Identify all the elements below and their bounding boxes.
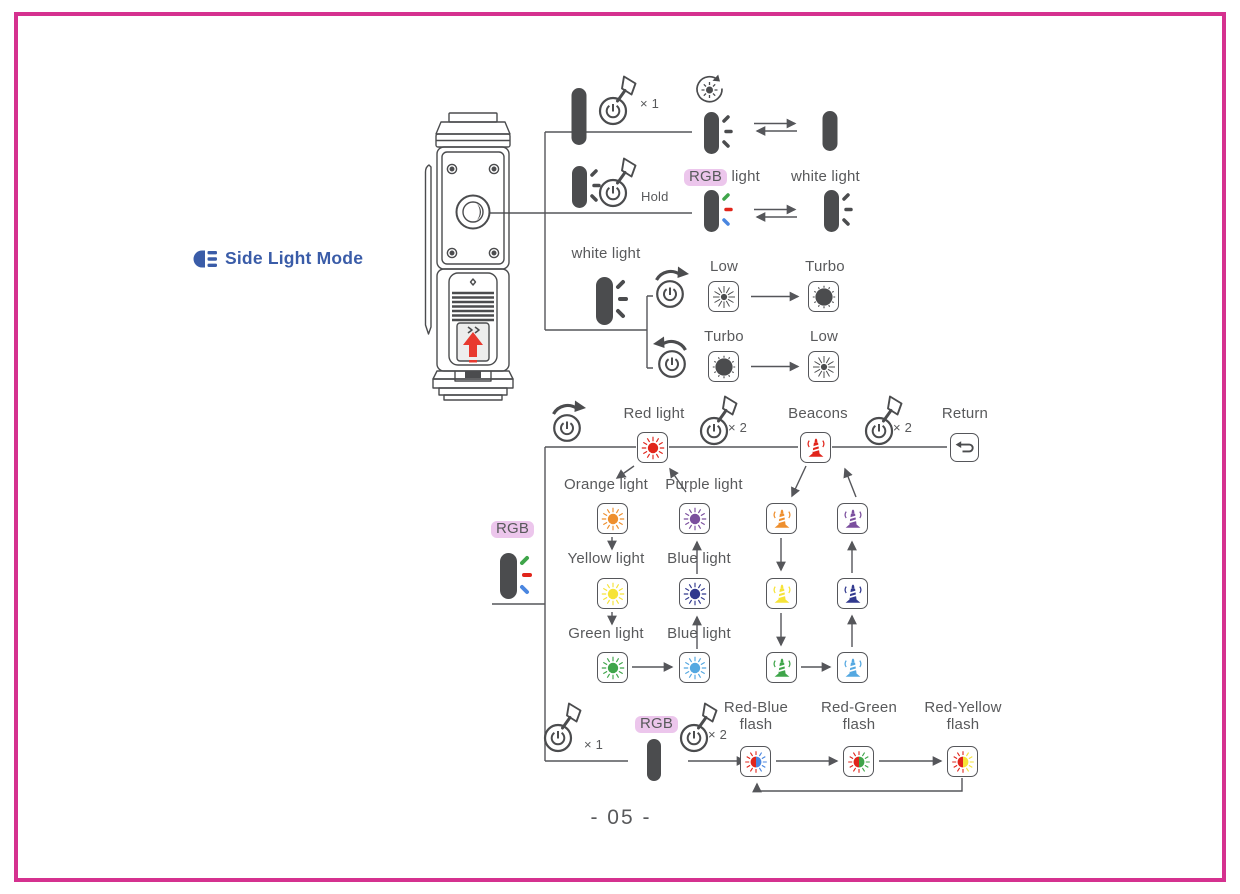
page-border: [14, 12, 1226, 882]
side-light-on-icon: [572, 166, 601, 208]
dark-blue-beacon-box: [837, 578, 868, 609]
red-light-label: Red light: [623, 405, 685, 422]
turbo-label: Turbo: [704, 328, 744, 345]
flashlight-drawing: [424, 112, 514, 401]
hold-label: Hold: [641, 189, 669, 204]
white-light-label: white light: [791, 168, 860, 185]
cycle-forward-icon: [544, 396, 592, 446]
dark-blue-light-box: [679, 578, 710, 609]
rgb-side-light-on-icon: [704, 190, 733, 232]
low-label: Low: [709, 258, 739, 275]
light-blue-beacon-box: [837, 652, 868, 683]
orange-beacon-box: [766, 503, 797, 534]
turbo-mode-box: [808, 281, 839, 312]
green-light-box: [597, 652, 628, 683]
side-light-icon: [193, 250, 217, 267]
blue-light-label: Blue light: [667, 625, 731, 642]
rgb-label: RGB: [635, 715, 679, 733]
press-count-label: × 1: [584, 737, 604, 752]
blue-light-label: Blue light: [667, 550, 731, 567]
white-light-label: white light: [571, 245, 641, 262]
press-count-label: × 2: [728, 420, 748, 435]
rgb-label: RGB: [491, 520, 535, 538]
side-light-off-icon: [571, 88, 587, 145]
press-count-label: × 2: [893, 420, 913, 435]
press-power-button-icon: [597, 156, 643, 210]
side-light-on-icon: [824, 190, 853, 232]
page-number: - 05 -: [590, 806, 652, 829]
page-title: Side Light Mode: [225, 248, 364, 268]
red-blue-flash-box: [740, 746, 771, 777]
turbo-mode-box: [708, 351, 739, 382]
side-light-on-icon: [704, 112, 733, 154]
orange-light-box: [597, 503, 628, 534]
purple-beacon-box: [837, 503, 868, 534]
red-yellow-flash-label: Red-Yellow flash: [924, 699, 1002, 733]
yellow-light-label: Yellow light: [567, 550, 645, 567]
rgb-light-label: RGB light: [684, 168, 760, 186]
press-power-button-icon: [542, 701, 588, 755]
beacons-label: Beacons: [788, 405, 848, 422]
low-mode-box: [708, 281, 739, 312]
rgb-chip: RGB: [684, 168, 728, 186]
red-yellow-flash-box: [947, 746, 978, 777]
side-light-off-icon: [822, 111, 838, 151]
red-green-flash-label: Red-Green flash: [820, 699, 897, 733]
return-label: Return: [941, 405, 989, 422]
light-blue-light-box: [679, 652, 710, 683]
rgb-side-light-on-icon: [500, 553, 532, 599]
press-count-label: × 1: [640, 96, 660, 111]
section-title: Side Light Mode: [192, 248, 363, 269]
yellow-light-box: [597, 578, 628, 609]
low-mode-box: [808, 351, 839, 382]
press-count-label: × 2: [708, 727, 728, 742]
side-light-on-icon: [596, 277, 628, 325]
purple-light-label: Purple light: [665, 476, 743, 493]
cycle-forward-icon: [647, 262, 695, 312]
slide-up-arrow: [463, 332, 483, 363]
low-label: Low: [809, 328, 839, 345]
red-blue-flash-label: Red-Blue flash: [723, 699, 789, 733]
red-beacon-box: [800, 432, 831, 463]
red-green-flash-box: [843, 746, 874, 777]
press-power-button-icon: [597, 74, 643, 128]
red-light-box: [637, 432, 668, 463]
turbo-label: Turbo: [805, 258, 845, 275]
yellow-beacon-box: [766, 578, 797, 609]
white-light-memory-icon: [692, 72, 726, 106]
orange-light-label: Orange light: [563, 476, 649, 493]
cycle-backward-icon: [647, 332, 695, 382]
side-light-off-icon: [647, 739, 661, 781]
return-box: [950, 433, 979, 462]
green-light-label: Green light: [568, 625, 644, 642]
purple-light-box: [679, 503, 710, 534]
green-beacon-box: [766, 652, 797, 683]
